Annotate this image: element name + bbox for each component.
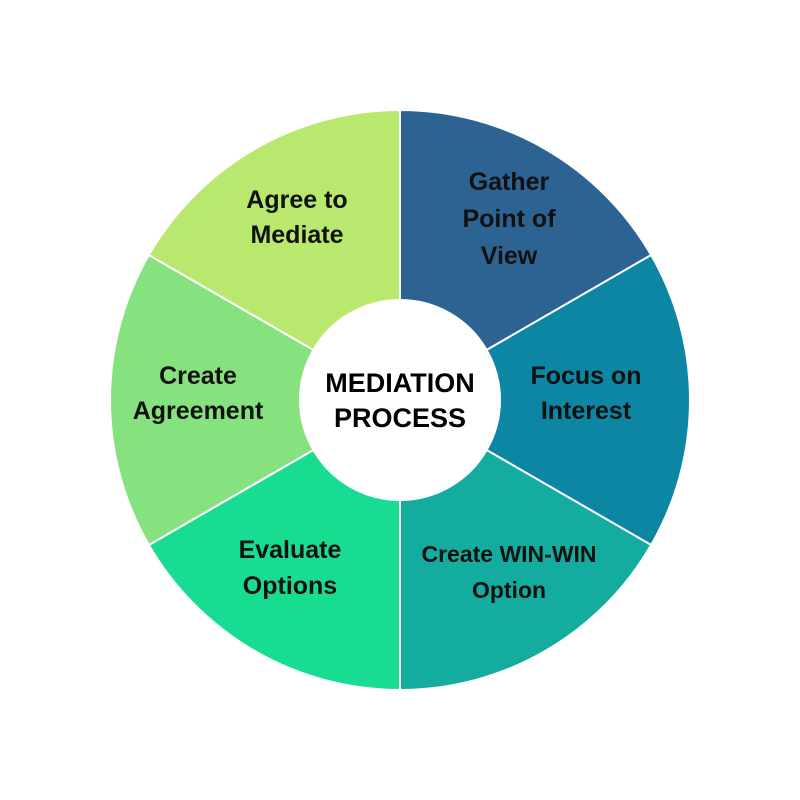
label-line: Agree to <box>246 186 347 214</box>
label-line: Point of <box>462 205 556 233</box>
center-title-line: PROCESS <box>334 403 466 433</box>
label-line: Create <box>159 362 237 390</box>
label-agree-to-mediate: Agree to Mediate <box>246 186 347 249</box>
label-line: Focus on <box>530 362 641 390</box>
label-line: Interest <box>541 397 632 425</box>
label-create-win-win-option: Create WIN-WIN Option <box>421 541 596 603</box>
label-line: Agreement <box>133 397 264 425</box>
center-title-line: MEDIATION <box>325 368 475 398</box>
label-line: Evaluate <box>239 536 342 564</box>
center-circle <box>300 300 500 500</box>
label-line: Create WIN-WIN <box>421 541 596 567</box>
label-line: Mediate <box>250 221 343 249</box>
segments-layer <box>109 108 691 692</box>
label-line: Gather <box>469 168 550 196</box>
label-line: View <box>481 242 538 270</box>
label-line: Options <box>243 572 337 600</box>
center-title: MEDIATION PROCESS <box>325 368 475 433</box>
label-focus-on-interest: Focus on Interest <box>530 362 641 425</box>
label-line: Option <box>472 577 546 603</box>
